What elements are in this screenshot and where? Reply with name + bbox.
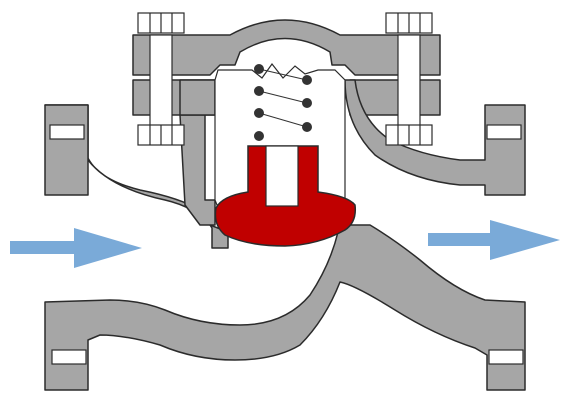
bonnet [132,19,441,76]
arrow-right-icon [10,241,75,254]
bonnet-left-rim [179,79,216,116]
inlet-flange-top [44,104,229,249]
arrow-right-icon [428,233,493,246]
inlet-flange-top-plate [44,104,89,196]
inlet-bottom-slot [51,349,87,365]
outlet-flow-arrow [428,220,560,260]
outlet-top-slot [486,124,522,140]
left-bolt-assembly [137,12,185,146]
body-lower [44,224,526,391]
disc-stem-slot [265,145,299,207]
body-left-wall [179,114,216,226]
inlet-top-slot [49,124,85,140]
outlet-bottom-slot [488,349,524,365]
spring-coil [254,131,264,141]
right-bolt-assembly [385,12,433,146]
body-right-wall [344,79,526,196]
inlet-flow-arrow [10,228,142,268]
